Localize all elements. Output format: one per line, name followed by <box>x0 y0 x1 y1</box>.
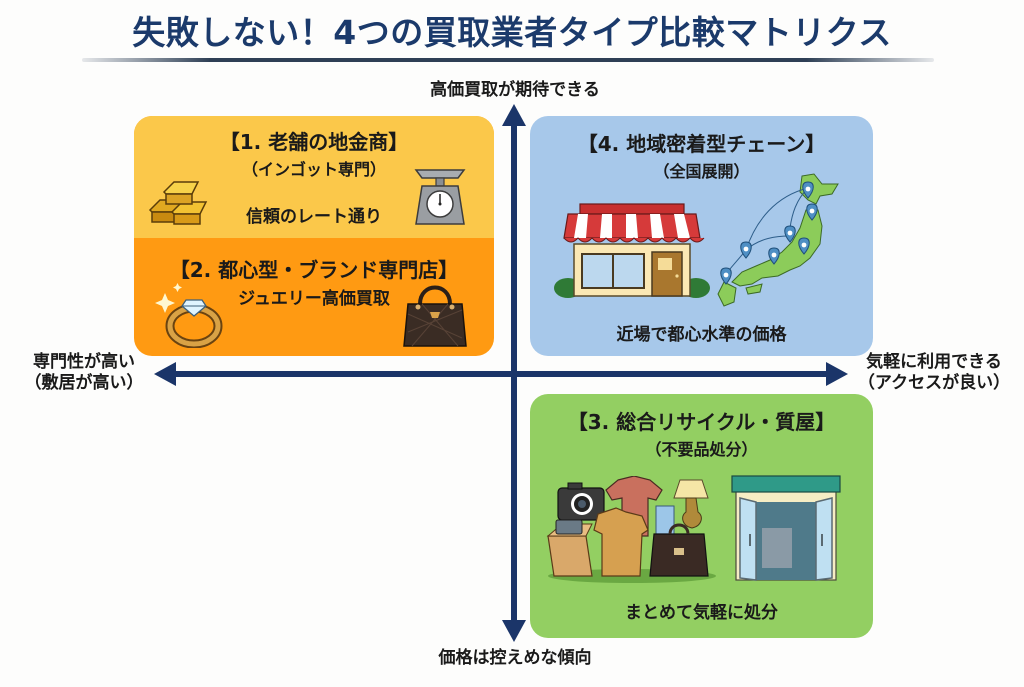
handbag-icon <box>403 285 467 347</box>
quadrant-4-caption: 近場で都心水準の価格 <box>616 325 787 345</box>
quadrant-4-title: 【4. 地域密着型チェーン】 <box>577 132 826 156</box>
japan-map-icon <box>717 173 839 307</box>
quadrant-1-bullion-dealer: 【1. 老舗の地金商】 （インゴット専門） 信頼のレート通り <box>134 116 494 238</box>
arrow-right-icon <box>826 362 848 386</box>
axis-label-bottom: 価格は控えめな傾向 <box>438 648 592 668</box>
quadrant-4-regional-chain: 【4. 地域密着型チェーン】 （全国展開） 近場で都心水準の価格 <box>530 116 873 356</box>
quadrant-4-subtitle: （全国展開） <box>653 162 750 181</box>
axis-label-left-line1: 専門性が高い <box>33 352 135 372</box>
scale-icon <box>414 169 466 225</box>
arrow-left-icon <box>154 362 176 386</box>
axis-label-right-line1: 気軽に利用できる <box>866 352 1002 372</box>
arrow-down-icon <box>502 620 526 642</box>
axis-label-left-line2: （敷居が高い） <box>24 373 144 394</box>
quadrant-3-caption: まとめて気軽に処分 <box>625 603 778 623</box>
quadrant-1-title: 【1. 老舗の地金商】 <box>219 130 409 154</box>
quadrant-3-subtitle: （不要品処分） <box>645 440 758 459</box>
used-goods-pile-icon <box>546 476 716 583</box>
arrow-up-icon <box>502 104 526 126</box>
quadrant-3-general-recycle: 【3. 総合リサイクル・質屋】 （不要品処分） まとめて気軽に処分 <box>530 394 873 638</box>
axis-label-left: 専門性が高い （敷居が高い） <box>4 352 164 395</box>
quadrant-2-caption: ジュエリー高価買取 <box>238 289 390 309</box>
open-door-shop-icon <box>731 475 841 581</box>
axis-label-right: 気軽に利用できる （アクセスが良い） <box>848 352 1020 395</box>
axis-label-right-line2: （アクセスが良い） <box>857 373 1011 394</box>
gold-bars-icon <box>148 181 208 225</box>
axis-label-top: 高価買取が期待できる <box>430 80 600 100</box>
diamond-ring-icon <box>155 283 223 348</box>
quadrant-specialist: 【1. 老舗の地金商】 （インゴット専門） 信頼のレート通り 【2. 都心型・ブ… <box>134 116 494 356</box>
page-title: 失敗しない！4つの買取業者タイプ比較マトリクス <box>132 13 892 52</box>
title-underline <box>82 58 934 62</box>
horizontal-axis-accessibility <box>172 371 836 377</box>
quadrant-2-title: 【2. 都心型・ブランド専門店】 <box>169 258 459 282</box>
quadrant-1-subtitle: （インゴット専門） <box>241 160 386 179</box>
quadrant-3-title: 【3. 総合リサイクル・質屋】 <box>567 410 836 434</box>
quadrant-1-caption: 信頼のレート通り <box>246 207 382 227</box>
storefront-icon <box>554 203 710 298</box>
